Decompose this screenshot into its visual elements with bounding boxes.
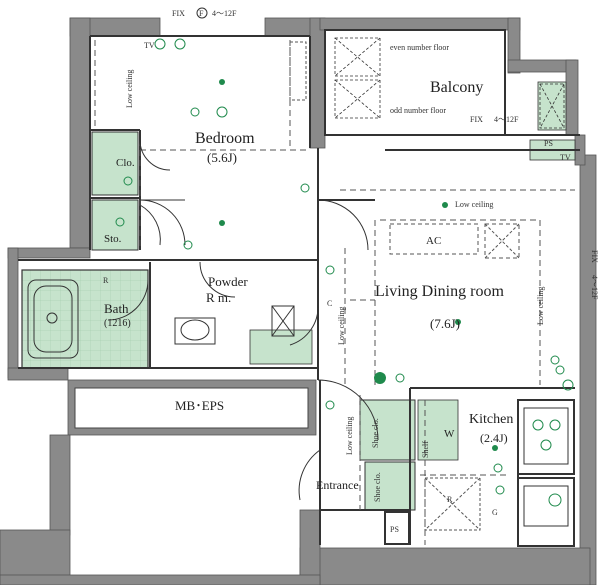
light-points bbox=[115, 38, 574, 495]
bedroom-shelf bbox=[289, 41, 307, 101]
powder-wet bbox=[249, 329, 313, 365]
kitchen-shelf-label: Shelf bbox=[421, 441, 430, 458]
living-low-ceiling-right: Low ceiling bbox=[536, 287, 545, 325]
fixtures bbox=[27, 279, 569, 527]
f-mark-top bbox=[196, 7, 208, 19]
storage-label: Sto. bbox=[104, 233, 122, 245]
powder-label-1: Powder bbox=[208, 274, 248, 289]
living-size: (7.6J) bbox=[430, 316, 460, 331]
kitchen-low-ceiling: Low ceiling bbox=[345, 417, 354, 455]
fridge-space bbox=[424, 477, 481, 531]
kitchen-g-label: G bbox=[492, 508, 498, 517]
bedroom-name: Bedroom bbox=[195, 130, 255, 147]
shoe-closet-label-1: Shoe clo. bbox=[371, 418, 380, 448]
balcony-units bbox=[334, 37, 565, 129]
even-floor-label: even number floor bbox=[390, 43, 449, 52]
bathtub bbox=[27, 279, 79, 359]
kitchen-w-label: W bbox=[444, 428, 455, 440]
c-mark: C bbox=[327, 299, 332, 308]
living-low-ceiling-left: Low ceiling bbox=[337, 307, 346, 345]
vent-box bbox=[484, 223, 520, 259]
closet-label: Clo. bbox=[116, 157, 135, 169]
floors-top-label: 4～12F bbox=[212, 9, 237, 18]
kitchen-size: (2.4J) bbox=[480, 431, 508, 445]
doors bbox=[107, 139, 379, 501]
ps-bottom-label: PS bbox=[390, 525, 399, 534]
balcony-label: Balcony bbox=[430, 79, 483, 96]
shoe-closet-2 bbox=[364, 461, 416, 511]
ac-unit bbox=[389, 223, 479, 255]
floors-right-label: 4～12F bbox=[590, 275, 599, 300]
living-low-ceiling-top: Low ceiling bbox=[455, 200, 493, 209]
shoe-closet-label-2: Shoe clo. bbox=[373, 472, 382, 502]
tv-mark-living: TV bbox=[560, 153, 571, 162]
living-name: Living Dining room bbox=[375, 283, 504, 300]
fix-right-label: FIX bbox=[590, 250, 599, 263]
bath-name: Bath bbox=[104, 301, 129, 316]
tv-mark-bedroom: TV bbox=[144, 41, 155, 50]
kitchen-name: Kitchen bbox=[469, 412, 513, 427]
ac-label: AC bbox=[426, 235, 441, 247]
bedroom-size: (5.6J) bbox=[207, 150, 237, 165]
storage-floor bbox=[91, 199, 139, 251]
shoe-closet-1 bbox=[359, 399, 416, 461]
powder-label-2: R m. bbox=[206, 290, 231, 305]
bath-r-mark: R bbox=[103, 276, 109, 285]
mb-eps-area bbox=[74, 387, 309, 429]
entrance-label: Entrance bbox=[316, 478, 359, 492]
balcony-fix-label: FIX bbox=[470, 115, 483, 124]
f-mark-top-text: F bbox=[199, 9, 204, 18]
bedroom-low-ceiling: Low ceiling bbox=[125, 70, 134, 108]
bath-size: (1216) bbox=[104, 318, 131, 329]
interior-walls bbox=[18, 29, 580, 547]
wet-areas bbox=[21, 81, 576, 511]
balcony-floors-label: 4～12F bbox=[494, 115, 519, 124]
mb-eps-label: MB･EPS bbox=[175, 398, 224, 413]
odd-floor-label: odd number floor bbox=[390, 106, 446, 115]
fix-top-label: FIX bbox=[172, 9, 185, 18]
fridge-r-label: R bbox=[447, 495, 453, 504]
ps-right-label: PS bbox=[544, 139, 553, 148]
